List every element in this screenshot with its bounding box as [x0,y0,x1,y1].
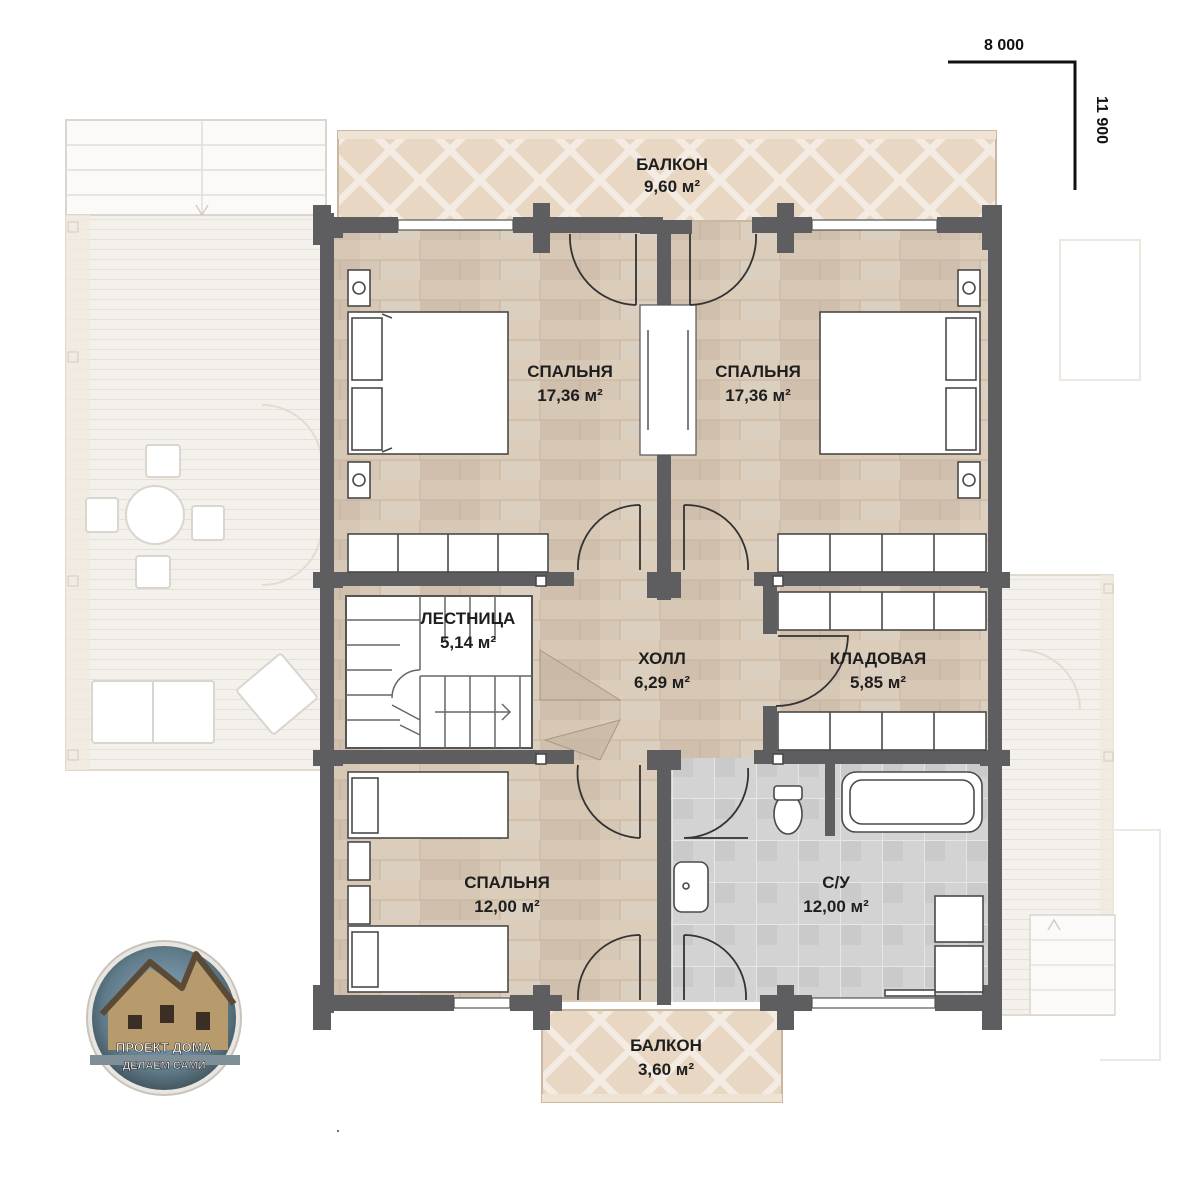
room-name-bedroom-bottom: СПАЛЬНЯ [464,873,550,892]
room-area-staircase: 5,14 м² [440,633,496,652]
sink [673,861,709,913]
room-name-staircase: ЛЕСТНИЦА [421,609,516,628]
room-area-bathroom: 12,00 м² [803,897,869,916]
room-name-top-balcony: БАЛКОН [636,155,708,174]
room-area-bedroom-right: 17,36 м² [725,386,791,405]
top-balcony [337,130,997,222]
windows [397,219,938,1009]
dryer [934,945,984,993]
room-name-bottom-balcony: БАЛКОН [630,1036,702,1055]
doors [569,233,849,1001]
walls [313,203,1010,1030]
room-area-bedroom-left: 17,36 м² [537,386,603,405]
bottom-balcony [541,1009,783,1103]
terrace-sofa [91,653,318,744]
room-name-bedroom-right: СПАЛЬНЯ [715,362,801,381]
right-terrace [994,239,1161,1061]
room-area-top-balcony: 9,60 м² [644,177,700,196]
dimension-marks: 8 000 11 900 [948,37,1110,190]
room-name-bedroom-left: СПАЛЬНЯ [527,362,613,381]
bathroom-fixtures [673,771,984,997]
house-icon [90,951,240,1065]
room-area-bottom-balcony: 3,60 м² [638,1060,694,1079]
room-labels: БАЛКОН 9,60 м² СПАЛЬНЯ 17,36 м² СПАЛЬНЯ … [421,155,927,1079]
width-dimension-label: 8 000 [984,37,1024,54]
room-area-hall: 6,29 м² [634,673,690,692]
brand-logo: ПРОЕКТ ДОМА ДЕЛАЕМ САМИ [86,940,242,1096]
height-dimension-label: 11 900 [1093,96,1110,144]
room-name-storage: КЛАДОВАЯ [830,649,926,668]
left-terrace [65,119,331,771]
stray-dot [337,1130,339,1132]
washer [934,895,984,943]
room-area-bedroom-bottom: 12,00 м² [474,897,540,916]
room-area-storage: 5,85 м² [850,673,906,692]
staircase [345,595,533,749]
dimension-line [948,60,1077,190]
bedroom-furniture [347,269,987,993]
logo-line-2: ДЕЛАЕМ САМИ [122,1060,205,1072]
room-name-bathroom: С/У [822,873,850,892]
room-name-hall: ХОЛЛ [638,649,686,668]
logo-line-1: ПРОЕКТ ДОМА [116,1040,213,1055]
terrace-table-set [85,444,225,589]
